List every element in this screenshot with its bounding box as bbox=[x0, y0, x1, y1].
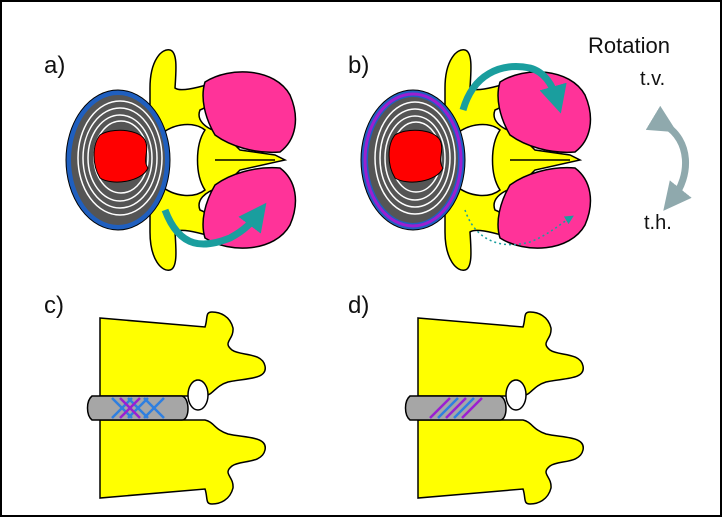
panel-d-side-view bbox=[406, 312, 584, 504]
rotation-title: Rotation bbox=[588, 33, 670, 59]
panel-label-a: a) bbox=[44, 52, 65, 80]
panel-b-vertebra bbox=[361, 50, 590, 270]
panel-label-b: b) bbox=[348, 52, 369, 80]
rotation-arrow-icon bbox=[665, 125, 686, 200]
panel-label-d: d) bbox=[348, 292, 369, 320]
panel-a-vertebra bbox=[66, 50, 295, 270]
rotation-bottom-label: t.h. bbox=[644, 212, 672, 235]
panel-label-c: c) bbox=[44, 292, 64, 320]
rotation-top-label: t.v. bbox=[640, 68, 665, 91]
panel-c-side-view bbox=[88, 312, 266, 504]
